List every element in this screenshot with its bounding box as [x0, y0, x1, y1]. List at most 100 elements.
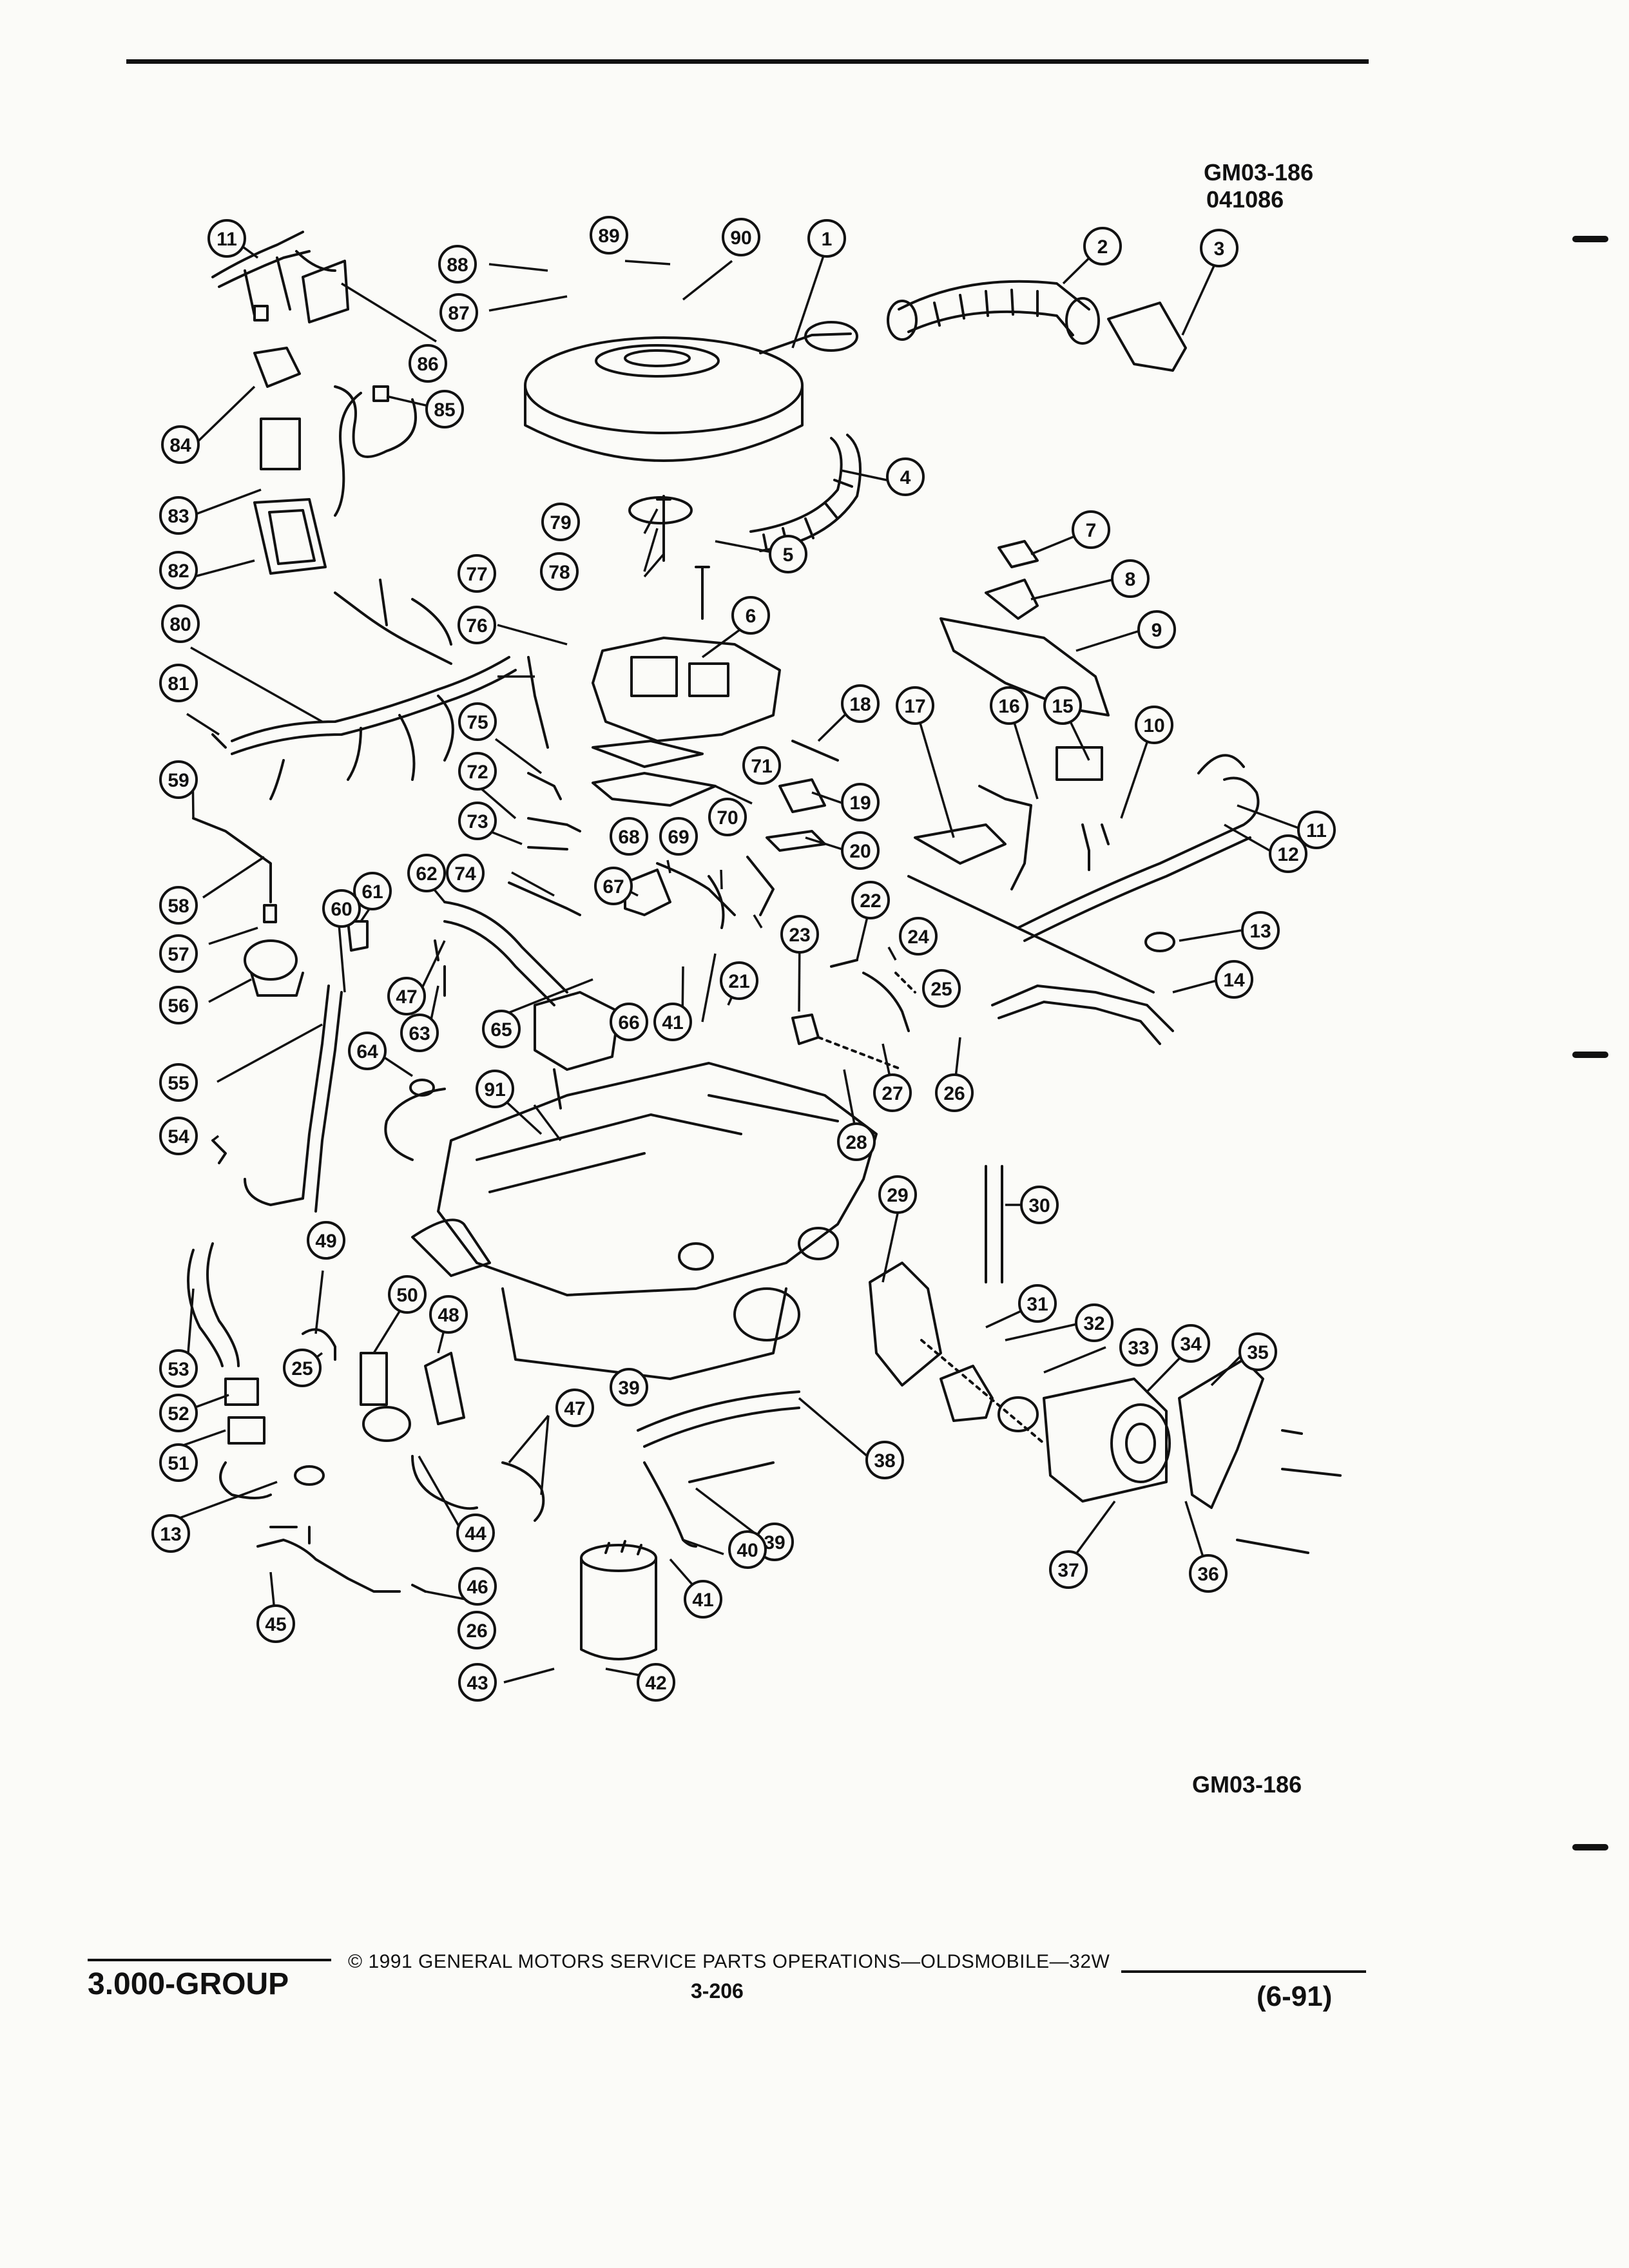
- callout-38: 38: [865, 1441, 904, 1479]
- callout-66: 66: [610, 1003, 648, 1041]
- callout-number: 38: [874, 1450, 895, 1472]
- callout-number: 4: [900, 467, 911, 488]
- callout-number: 1: [822, 229, 833, 250]
- callout-number: 29: [887, 1185, 908, 1206]
- callout-circle: [878, 1175, 917, 1214]
- callout-number: 46: [467, 1577, 488, 1598]
- callout-7: 7: [1072, 510, 1110, 549]
- callout-48: 48: [429, 1295, 468, 1334]
- callout-number: 88: [447, 255, 468, 276]
- callout-circle: [1297, 811, 1336, 849]
- callout-number: 86: [417, 354, 438, 375]
- callout-circle: [159, 1394, 198, 1432]
- callout-number: 20: [849, 841, 871, 862]
- callout-42: 42: [637, 1663, 675, 1702]
- callout-circle: [841, 831, 880, 870]
- callout-56: 56: [159, 986, 198, 1024]
- callout-number: 44: [465, 1523, 487, 1544]
- callout-number: 58: [168, 896, 189, 917]
- callout-number: 25: [291, 1358, 313, 1379]
- callout-47: 47: [555, 1389, 594, 1427]
- callout-circle: [387, 977, 426, 1015]
- callout-78: 78: [540, 552, 579, 591]
- callout-circle: [159, 986, 198, 1024]
- callout-8: 8: [1111, 559, 1150, 598]
- callout-number: 83: [168, 506, 189, 527]
- callout-72: 72: [458, 752, 497, 791]
- callout-11: 11: [207, 219, 246, 258]
- callout-circle: [1083, 227, 1122, 265]
- callout-circle: [886, 457, 925, 496]
- callout-65: 65: [482, 1010, 521, 1048]
- callout-circle: [159, 551, 198, 590]
- callout-75: 75: [458, 702, 497, 741]
- callout-number: 33: [1128, 1338, 1149, 1359]
- callout-41: 41: [653, 1003, 692, 1041]
- callout-circle: [159, 496, 198, 535]
- callout-59: 59: [159, 760, 198, 799]
- callout-number: 74: [454, 863, 476, 885]
- callout-circle: [476, 1070, 514, 1108]
- callout-circle: [458, 606, 496, 644]
- callout-circle: [1215, 960, 1253, 999]
- callout-circle: [151, 1514, 190, 1553]
- engine-block-drawing: [411, 1062, 878, 1380]
- callout-number: 17: [904, 696, 925, 717]
- callout-64: 64: [348, 1032, 387, 1070]
- callout-circle: [659, 817, 698, 856]
- callout-circle: [456, 1514, 495, 1552]
- callout-25: 25: [922, 969, 961, 1008]
- callout-89: 89: [590, 216, 628, 255]
- callout-circle: [684, 1580, 722, 1619]
- callout-number: 77: [466, 564, 487, 585]
- callout-number: 36: [1197, 1564, 1219, 1585]
- callout-number: 43: [467, 1673, 488, 1694]
- callout-circle: [400, 1014, 439, 1052]
- callout-number: 68: [618, 827, 639, 848]
- callout-circle: [458, 802, 497, 840]
- callout-number: 75: [467, 712, 488, 733]
- callout-47: 47: [387, 977, 426, 1015]
- callout-number: 53: [168, 1359, 189, 1380]
- callout-9: 9: [1137, 610, 1176, 649]
- callout-circle: [159, 760, 198, 799]
- callout-circle: [807, 219, 846, 258]
- callout-circle: [780, 915, 819, 954]
- callout-number: 56: [168, 995, 189, 1017]
- callout-circle: [161, 604, 200, 643]
- callout-number: 60: [331, 899, 352, 920]
- callout-number: 13: [1249, 921, 1271, 942]
- callout-number: 22: [860, 890, 881, 912]
- callout-number: 70: [717, 807, 738, 829]
- callout-number: 8: [1125, 569, 1136, 590]
- callout-52: 52: [159, 1394, 198, 1432]
- callout-number: 34: [1180, 1334, 1202, 1355]
- callout-81: 81: [159, 664, 198, 702]
- callout-circle: [407, 854, 446, 892]
- callout-number: 59: [168, 770, 189, 791]
- callout-circle: [1269, 834, 1307, 873]
- callout-17: 17: [896, 686, 934, 725]
- callout-circle: [541, 503, 580, 541]
- callout-number: 48: [438, 1305, 459, 1326]
- callout-number: 19: [849, 793, 871, 814]
- top-rule: [126, 59, 1369, 64]
- callout-number: 39: [764, 1532, 785, 1553]
- callout-circle: [159, 1443, 198, 1482]
- callout-circle: [1119, 1328, 1158, 1367]
- gasket-drawing: [628, 496, 693, 524]
- callout-circle: [540, 552, 579, 591]
- callout-number: 81: [168, 673, 189, 695]
- callout-62: 62: [407, 854, 446, 892]
- callout-circle: [1241, 911, 1280, 950]
- callout-number: 40: [737, 1540, 758, 1561]
- callout-number: 76: [466, 615, 487, 637]
- callout-number: 67: [602, 876, 624, 898]
- callout-number: 42: [645, 1673, 666, 1694]
- callout-number: 35: [1247, 1342, 1268, 1363]
- callout-40: 40: [728, 1530, 767, 1569]
- callout-circle: [482, 1010, 521, 1048]
- callout-73: 73: [458, 802, 497, 840]
- callout-24: 24: [899, 917, 938, 956]
- callout-number: 14: [1223, 970, 1245, 991]
